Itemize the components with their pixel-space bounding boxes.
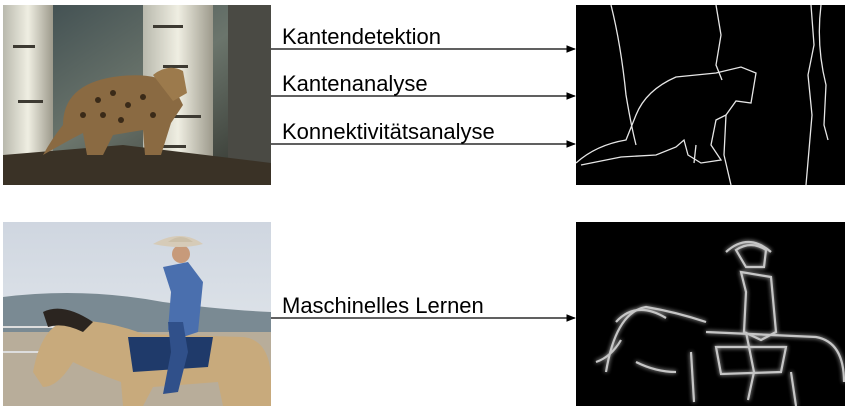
photo-cougar-cub: [3, 5, 271, 185]
step-label-konnektivitaetsanalyse: Konnektivitätsanalyse: [282, 119, 495, 144]
photo-cowgirl-on-horse: [3, 222, 271, 406]
edge-map-result: [576, 5, 845, 185]
step-label-kantendetektion: Kantendetektion: [282, 24, 442, 49]
step-label-kantenanalyse: Kantenanalyse: [282, 71, 428, 96]
machine-learning-edge-map: [576, 222, 845, 406]
step-label-maschinelles-lernen: Maschinelles Lernen: [282, 293, 484, 318]
